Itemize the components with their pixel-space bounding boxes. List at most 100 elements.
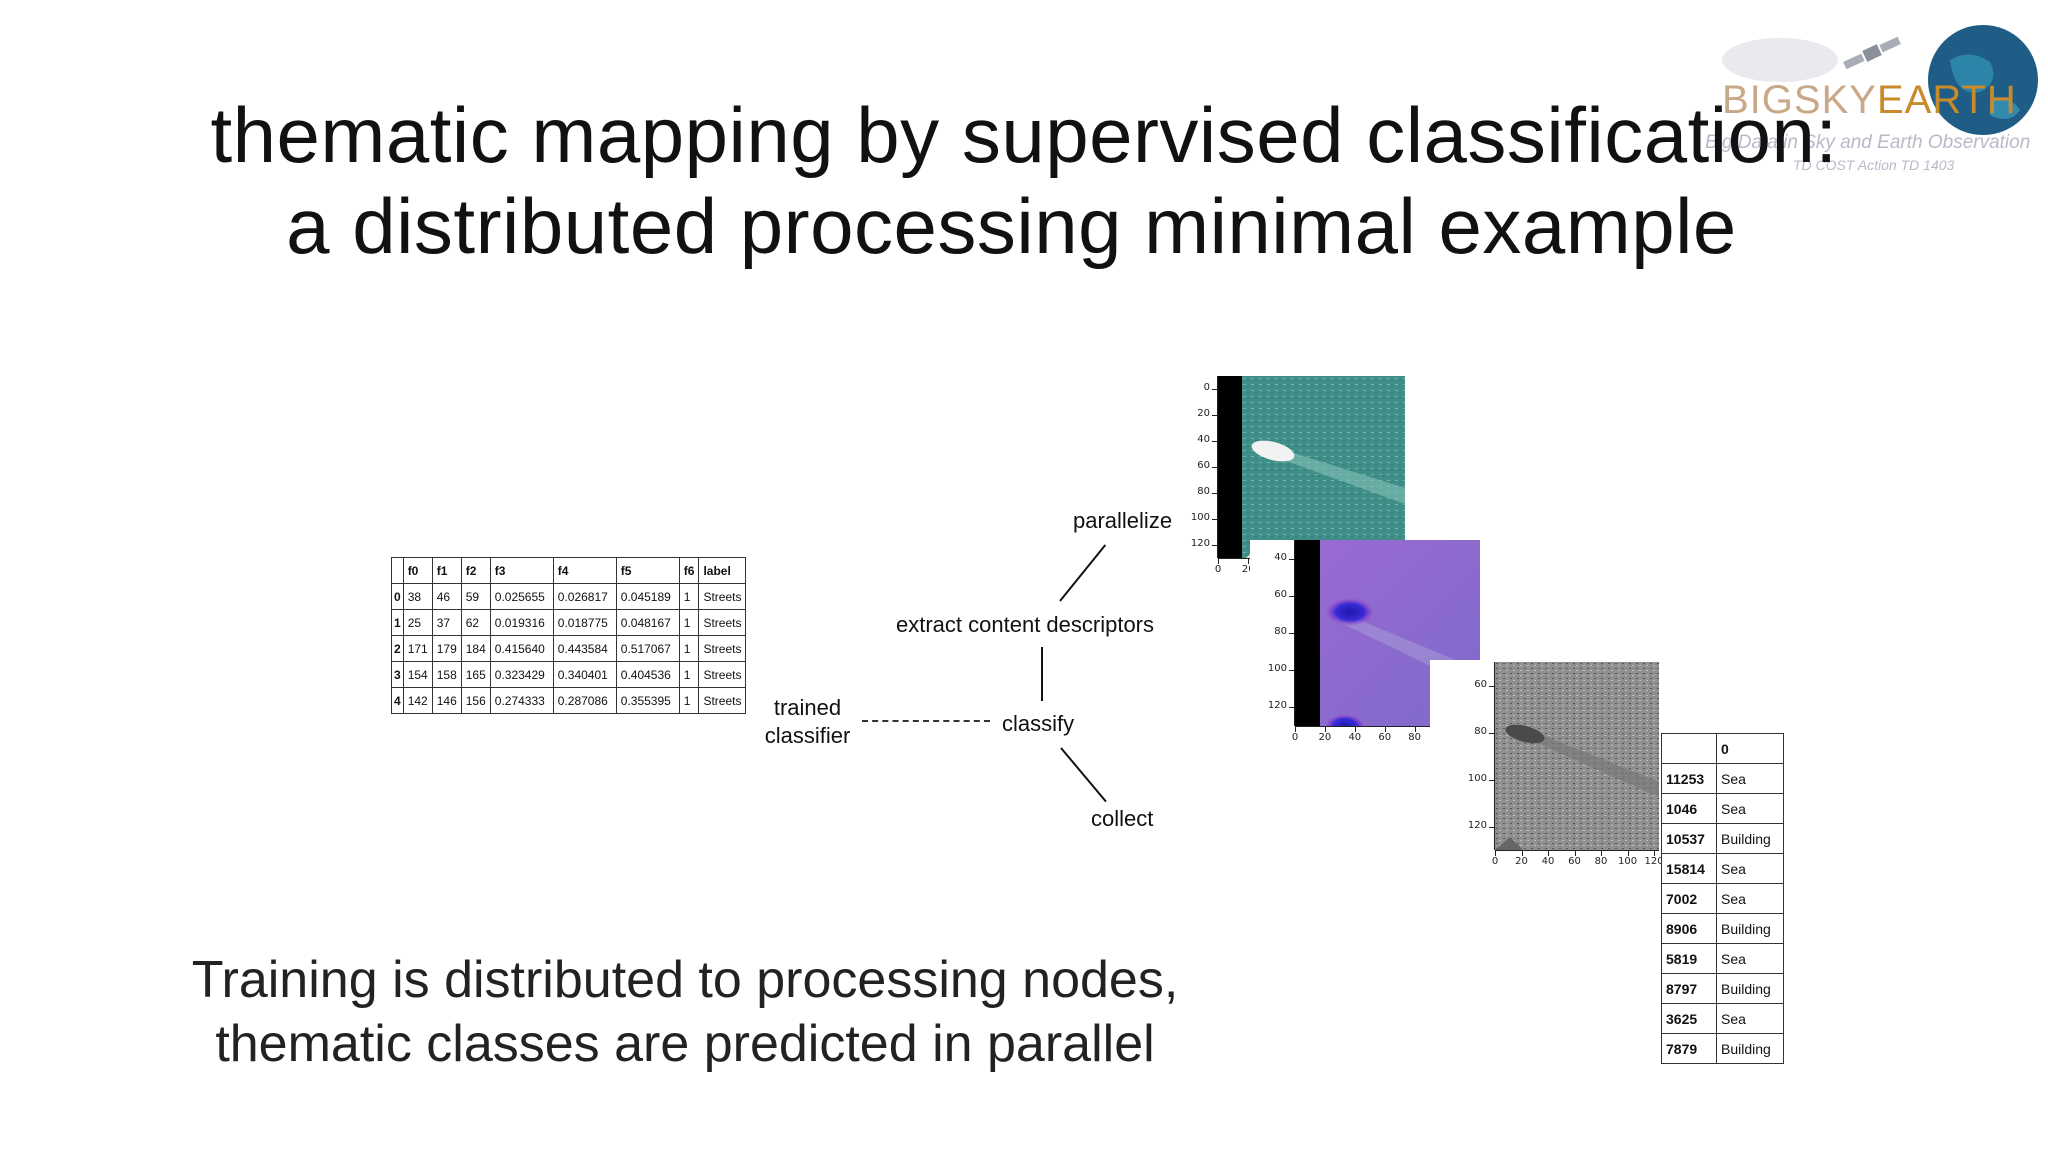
x-tick-label: 120 <box>1644 856 1664 867</box>
x-tick-label: 0 <box>1491 856 1499 867</box>
header-cell <box>391 557 404 584</box>
y-tick-mark <box>1289 595 1294 597</box>
table-cell: Streets <box>698 609 747 636</box>
table-cell: Building <box>1716 823 1784 854</box>
y-tick-mark <box>1489 826 1494 828</box>
y-tick-mark <box>1212 467 1217 468</box>
table-cell: 38 <box>402 583 433 610</box>
slide-subtitle: Training is distributed to processing no… <box>150 948 1220 1076</box>
x-tick-label: 80 <box>1408 732 1421 743</box>
x-tick-label: 0 <box>1291 732 1299 743</box>
title-line-2: a distributed processing minimal example <box>286 182 1737 270</box>
logo-wordmark: BIGSKYEARTH <box>1722 78 2017 123</box>
table-cell: 1 <box>678 635 700 662</box>
table-cell: 146 <box>431 687 462 714</box>
x-tick-label: 60 <box>1378 732 1392 743</box>
classify-label: classify <box>1002 711 1075 736</box>
table-cell: 158 <box>431 661 462 688</box>
y-tick-mark <box>1212 415 1217 416</box>
table-cell: 2 <box>391 635 404 662</box>
y-tick-label: 120 <box>1467 819 1487 831</box>
title-line-1: thematic mapping by supervised classific… <box>210 91 1838 179</box>
table-cell: 1 <box>391 609 404 636</box>
bigskyearth-logo <box>1700 15 2045 180</box>
table-cell: 11253 <box>1661 763 1717 794</box>
y-tick-label: 120 <box>1190 538 1210 549</box>
y-tick-label: 20 <box>1197 408 1210 419</box>
table-cell: 0.045189 <box>615 583 680 610</box>
trained-line-1: trained <box>773 695 842 720</box>
table-cell: 1 <box>678 609 700 636</box>
table-cell: 59 <box>460 583 491 610</box>
satellite-icon <box>1843 36 1901 70</box>
y-tick-mark <box>1212 519 1217 520</box>
x-tick-label: 20 <box>1318 732 1332 743</box>
y-tick-label: 40 <box>1274 551 1287 563</box>
y-tick-label: 40 <box>1197 434 1210 445</box>
table-cell: 0.517067 <box>615 635 680 662</box>
connector-line <box>1060 747 1107 803</box>
x-tick-label: 80 <box>1594 856 1608 867</box>
table-cell: Streets <box>698 661 747 688</box>
y-tick-label: 80 <box>1274 626 1287 637</box>
features-header-row: f0 f1 f2 f3 f4 f5 f6 label <box>391 557 747 584</box>
y-tick-mark <box>1289 633 1294 634</box>
x-tick-label: 40 <box>1541 856 1555 867</box>
table-cell: 1 <box>678 661 700 688</box>
table-cell: 5819 <box>1661 943 1717 974</box>
y-tick-label: 100 <box>1190 512 1210 523</box>
y-axis-line <box>1217 376 1218 558</box>
table-cell: 62 <box>460 609 491 636</box>
connector-line <box>1041 647 1043 701</box>
x-tick-mark <box>1324 727 1326 732</box>
y-tick-mark <box>1489 732 1494 734</box>
table-cell: 0.025655 <box>489 583 554 610</box>
table-cell: 25 <box>402 609 433 636</box>
table-cell: 0 <box>391 583 404 610</box>
table-cell: 179 <box>431 635 462 662</box>
collect-label: collect <box>1091 806 1154 831</box>
x-tick-mark <box>1295 727 1296 732</box>
y-tick-mark <box>1289 707 1294 709</box>
table-cell: Streets <box>698 635 747 662</box>
header-cell: f1 <box>431 557 462 584</box>
header-cell: f6 <box>678 557 700 584</box>
subtitle-line-1: Training is distributed to processing no… <box>191 951 1179 1009</box>
x-tick-mark <box>1218 559 1219 564</box>
y-axis-line <box>1494 662 1495 850</box>
x-tick-label: 0 <box>1214 564 1222 575</box>
parallelize-label: parallelize <box>1073 508 1173 533</box>
table-cell: 0.355395 <box>615 687 680 714</box>
y-tick-label: 60 <box>1474 678 1487 690</box>
x-tick-label: 60 <box>1568 856 1581 867</box>
x-tick-mark <box>1627 851 1629 856</box>
y-tick-mark <box>1212 493 1217 494</box>
table-cell: 10537 <box>1661 823 1717 854</box>
table-cell: 0.287086 <box>552 687 617 714</box>
table-cell: Streets <box>698 583 747 610</box>
header-cell: f3 <box>489 557 554 584</box>
y-tick-mark <box>1212 545 1217 546</box>
x-tick-label: 20 <box>1515 856 1528 867</box>
table-cell: 1 <box>678 583 700 610</box>
table-cell: 156 <box>460 687 491 714</box>
subtitle-line-2: thematic classes are predicted in parall… <box>215 1015 1155 1073</box>
table-cell: 1046 <box>1661 793 1717 824</box>
table-cell: 184 <box>460 635 491 662</box>
table-cell: 3 <box>391 661 404 688</box>
y-tick-label: 0 <box>1203 382 1210 393</box>
y-tick-mark <box>1489 685 1494 687</box>
table-cell: 0.323429 <box>489 661 554 688</box>
table-cell: 8906 <box>1661 913 1717 944</box>
x-tick-mark <box>1654 851 1656 856</box>
y-tick-label: 80 <box>1197 486 1210 497</box>
y-tick-label: 100 <box>1267 663 1287 675</box>
table-cell: 165 <box>460 661 491 688</box>
